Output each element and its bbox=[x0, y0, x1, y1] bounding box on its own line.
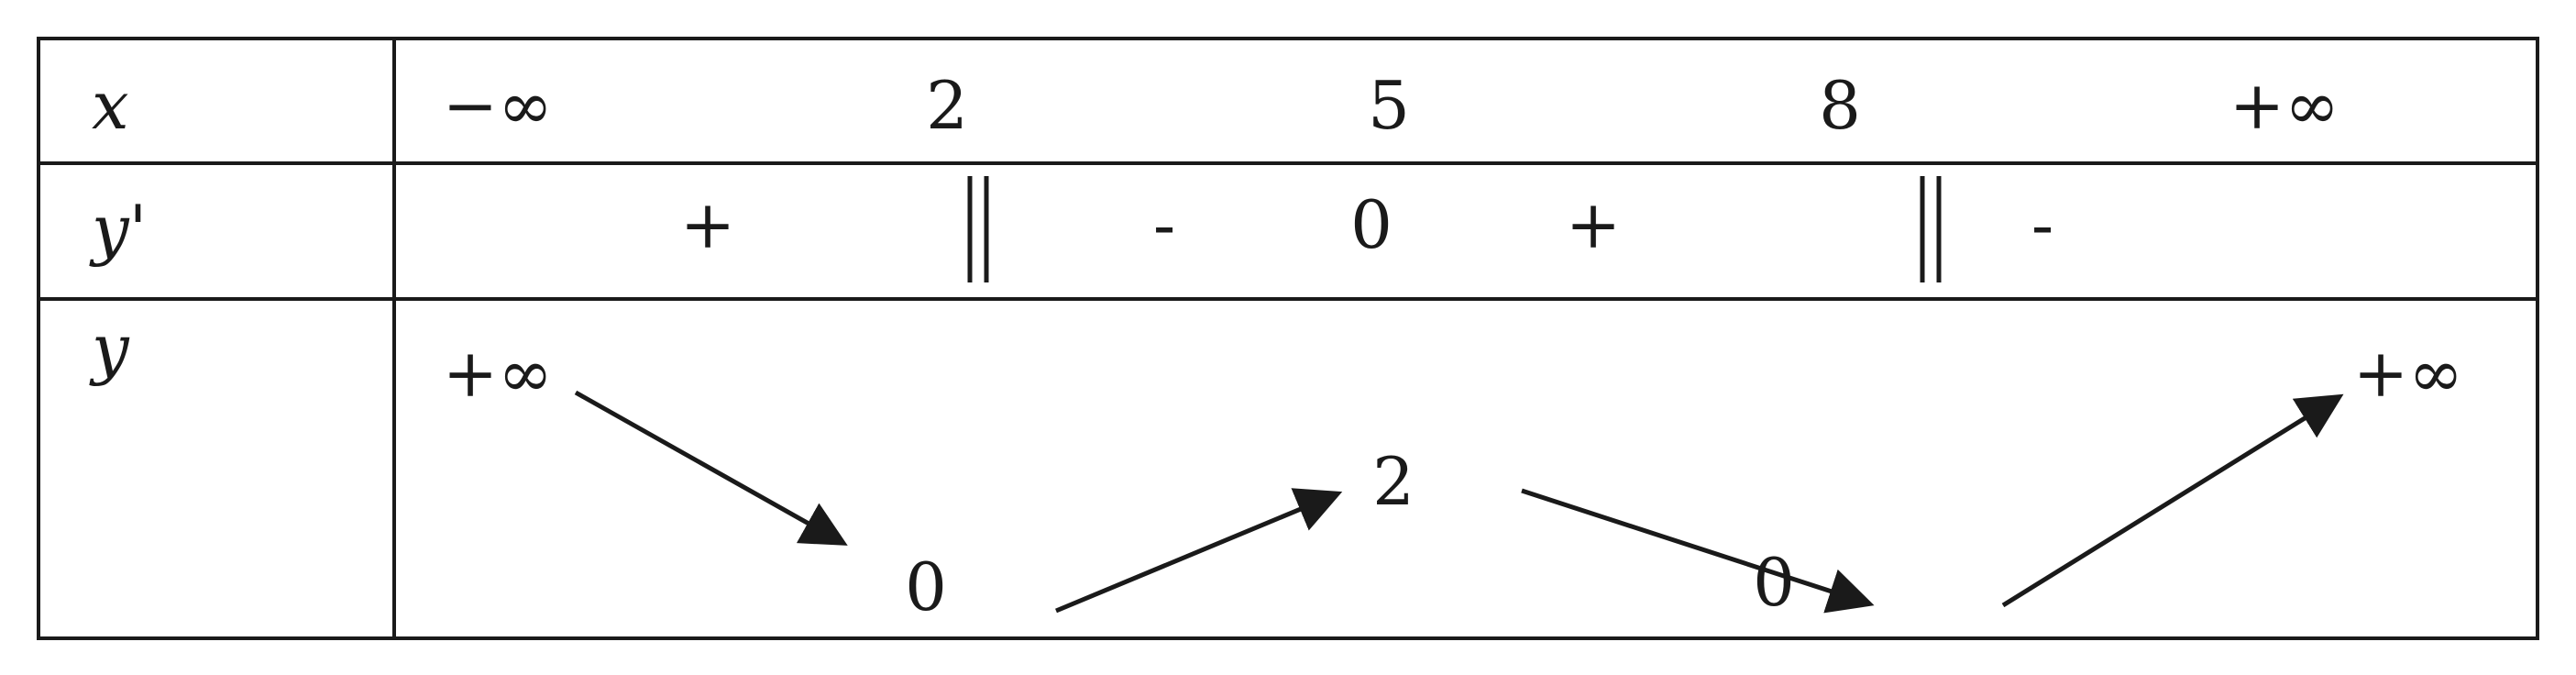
y-value-min-at-2: 0 bbox=[905, 548, 947, 625]
derivative-zero: 0 bbox=[1350, 186, 1393, 263]
y-value-min-at-8: 0 bbox=[1753, 544, 1795, 621]
derivative-sign-4: - bbox=[2031, 186, 2053, 263]
derivative-sign-2: - bbox=[1153, 186, 1175, 263]
arrow-increasing-2 bbox=[2001, 393, 2344, 608]
arrow-decreasing-1 bbox=[574, 390, 848, 546]
x-value-8: 8 bbox=[1819, 67, 1861, 144]
undefined-bar-at-8 bbox=[1920, 176, 1942, 282]
y-value-pos-infinity-left: +∞ bbox=[443, 335, 553, 412]
row-label-function: y bbox=[89, 310, 130, 387]
y-value-max-at-5: 2 bbox=[1372, 443, 1415, 520]
x-value-neg-infinity: −∞ bbox=[443, 67, 553, 144]
x-value-2: 2 bbox=[926, 67, 968, 144]
row-label-x: x bbox=[92, 67, 129, 144]
undefined-bar-at-2 bbox=[967, 176, 989, 282]
arrow-increasing-1 bbox=[1055, 488, 1343, 614]
arrow-decreasing-2 bbox=[1521, 488, 1875, 614]
x-value-pos-infinity: +∞ bbox=[2229, 67, 2339, 144]
row-label-derivative: y' bbox=[89, 191, 147, 268]
table-border bbox=[37, 37, 2539, 640]
y-value-pos-infinity-right: +∞ bbox=[2353, 335, 2463, 412]
x-value-5: 5 bbox=[1368, 67, 1410, 144]
derivative-sign-3: + bbox=[1566, 186, 1621, 263]
derivative-sign-1: + bbox=[680, 186, 735, 263]
